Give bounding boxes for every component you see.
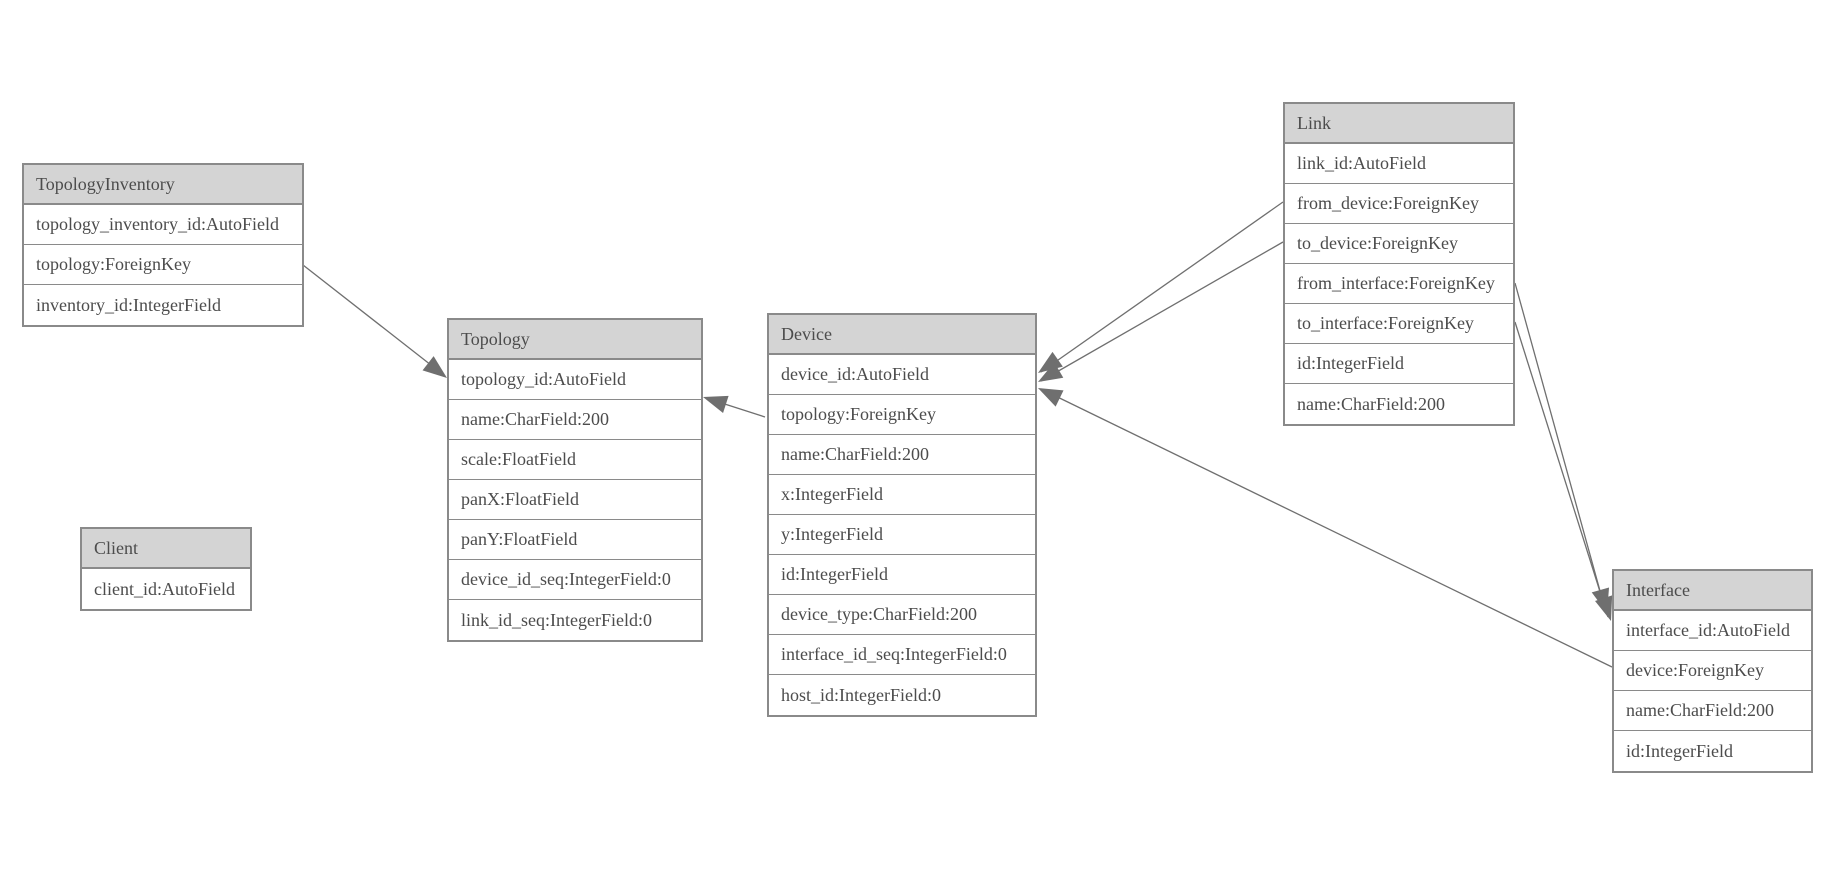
field-row: client_id:AutoField <box>82 569 250 609</box>
field-row: scale:FloatField <box>449 440 701 480</box>
entity-interface: Interface interface_id:AutoField device:… <box>1612 569 1813 773</box>
field-row: panX:FloatField <box>449 480 701 520</box>
field-row: y:IntegerField <box>769 515 1035 555</box>
field-row: device:ForeignKey <box>1614 651 1811 691</box>
field-row: link_id_seq:IntegerField:0 <box>449 600 701 640</box>
field-row: id:IntegerField <box>1614 731 1811 771</box>
field-row: device_id_seq:IntegerField:0 <box>449 560 701 600</box>
entity-device: Device device_id:AutoField topology:Fore… <box>767 313 1037 717</box>
field-row: interface_id:AutoField <box>1614 611 1811 651</box>
edge-link-tointerface-interface <box>1514 321 1609 618</box>
field-row: name:CharField:200 <box>769 435 1035 475</box>
field-row: topology:ForeignKey <box>769 395 1035 435</box>
field-row: to_interface:ForeignKey <box>1285 304 1513 344</box>
arrowhead-interface-device <box>1038 388 1064 407</box>
field-row: link_id:AutoField <box>1285 144 1513 184</box>
edge-link-todevice-device <box>1040 241 1284 382</box>
field-row: device_type:CharField:200 <box>769 595 1035 635</box>
edge-link-fromdevice-device <box>1040 201 1284 373</box>
field-row: id:IntegerField <box>769 555 1035 595</box>
field-row: topology_inventory_id:AutoField <box>24 205 302 245</box>
field-row: name:CharField:200 <box>449 400 701 440</box>
field-row: device_id:AutoField <box>769 355 1035 395</box>
field-row: from_interface:ForeignKey <box>1285 264 1513 304</box>
edge-interface-device <box>1040 388 1613 668</box>
arrowhead-device-topology <box>703 395 729 413</box>
entity-topologyinventory: TopologyInventory topology_inventory_id:… <box>22 163 304 327</box>
entity-client: Client client_id:AutoField <box>80 527 252 611</box>
arrowhead-link-todevice-device <box>1038 362 1064 382</box>
entity-topology-header: Topology <box>449 320 701 360</box>
field-row: host_id:IntegerField:0 <box>769 675 1035 715</box>
entity-client-header: Client <box>82 529 250 569</box>
arrowhead-link-tointerface-interface <box>1595 595 1613 621</box>
field-row: to_device:ForeignKey <box>1285 224 1513 264</box>
field-row: panY:FloatField <box>449 520 701 560</box>
field-row: topology:ForeignKey <box>24 245 302 285</box>
edge-topologyinventory-topology <box>302 264 446 377</box>
entity-topologyinventory-header: TopologyInventory <box>24 165 302 205</box>
field-row: name:CharField:200 <box>1285 384 1513 424</box>
field-row: x:IntegerField <box>769 475 1035 515</box>
entity-link-header: Link <box>1285 104 1513 144</box>
arrowhead-topologyinventory-topology <box>422 356 447 378</box>
edge-link-frominterface-interface <box>1514 282 1606 610</box>
field-row: topology_id:AutoField <box>449 360 701 400</box>
field-row: name:CharField:200 <box>1614 691 1811 731</box>
field-row: from_device:ForeignKey <box>1285 184 1513 224</box>
entity-interface-header: Interface <box>1614 571 1811 611</box>
field-row: interface_id_seq:IntegerField:0 <box>769 635 1035 675</box>
entity-device-header: Device <box>769 315 1035 355</box>
field-row: inventory_id:IntegerField <box>24 285 302 325</box>
entity-link: Link link_id:AutoField from_device:Forei… <box>1283 102 1515 426</box>
field-row: id:IntegerField <box>1285 344 1513 384</box>
entity-topology: Topology topology_id:AutoField name:Char… <box>447 318 703 642</box>
